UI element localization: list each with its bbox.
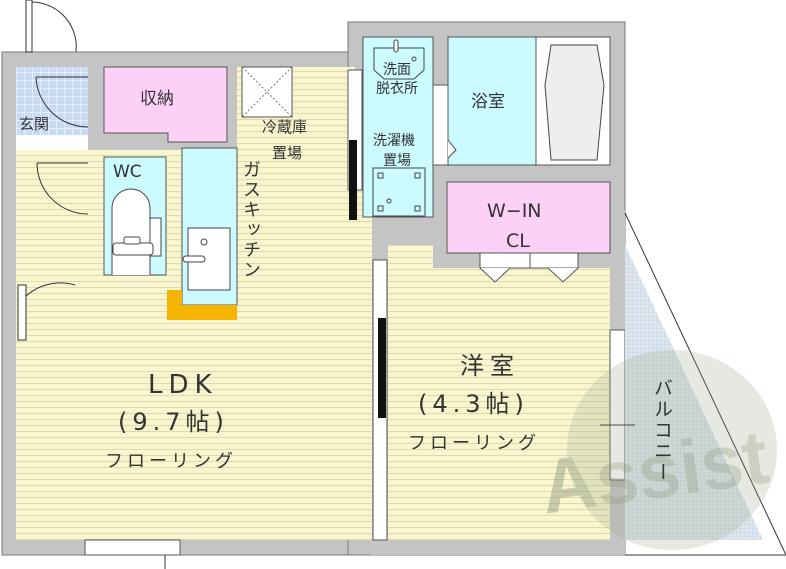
sink-icon [182, 227, 231, 291]
balcony-area [625, 245, 763, 540]
washroom-label-2: 脱衣所 [376, 81, 418, 97]
partition-sliding-door [378, 318, 386, 418]
assist-watermark-logo: Assist [536, 350, 777, 550]
entrance-label: 玄関 [19, 115, 50, 133]
closet-doors [479, 252, 579, 283]
closet-label-2: CL [506, 230, 530, 252]
western-room-name-label: 洋室 [460, 352, 520, 380]
washer-label-2: 置場 [383, 153, 411, 169]
wc-label: WC [113, 162, 142, 182]
western-room-floor [388, 268, 610, 540]
entrance-tile [16, 67, 88, 135]
fridge-label-1: 冷蔵庫 [262, 118, 308, 136]
toilet-icon [111, 188, 162, 275]
balcony-label: バルコニー [651, 378, 673, 483]
western-room-size-label: (4.3帖) [418, 390, 529, 418]
ldk-size-label: (9.7帖) [118, 408, 229, 436]
bath-label: 浴室 [471, 92, 505, 112]
kitchen-cabinet [167, 290, 182, 305]
closet-label-1: W−IN [487, 200, 542, 222]
fridge-space [241, 66, 293, 118]
washbasin-icon [373, 39, 425, 80]
washing-machine-icon [372, 167, 426, 217]
kitchen-label: ガスキッチン [240, 160, 261, 280]
western-room-floor-label: フローリング [408, 433, 540, 454]
fridge-label-2: 置場 [272, 144, 303, 162]
storage-label: 収納 [140, 89, 174, 109]
window-bottom [84, 539, 181, 556]
ldk-floor-label: フローリング [105, 451, 237, 472]
ldk-name-label: LDK [148, 370, 218, 400]
sliding-door [349, 140, 357, 220]
storage-area [103, 66, 228, 143]
washroom-label-1: 洗面 [383, 62, 411, 78]
washer-label-1: 洗濯機 [373, 133, 415, 149]
bathtub-icon [535, 36, 611, 166]
